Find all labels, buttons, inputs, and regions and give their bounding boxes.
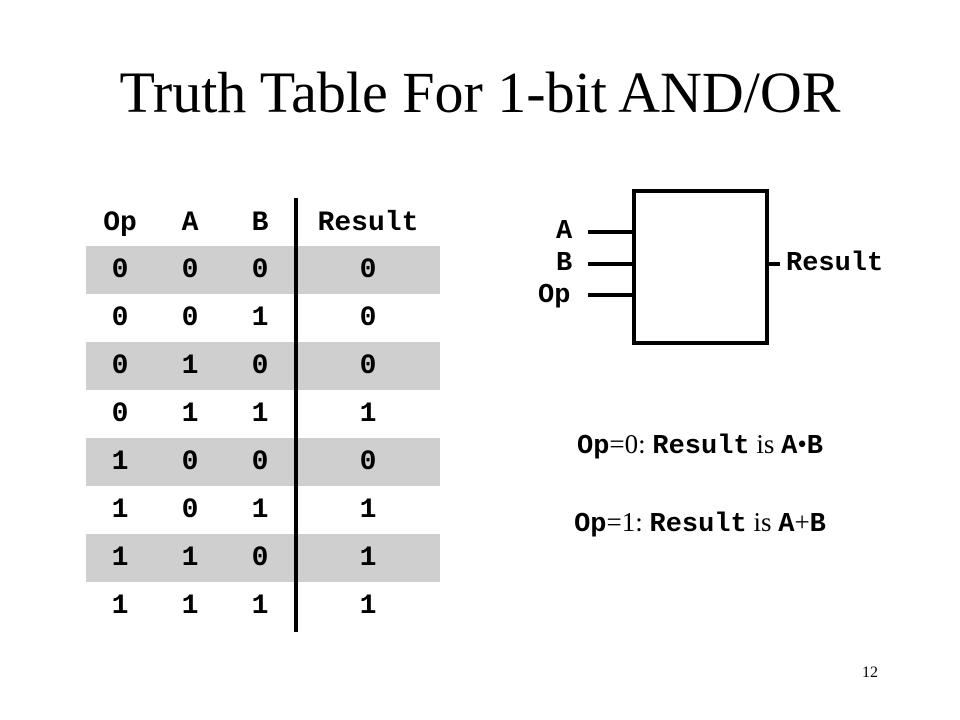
cell-b: 1 [251, 302, 269, 334]
header-result: Result [317, 207, 419, 239]
cell-a: 1 [181, 350, 199, 382]
eq-right: B [809, 510, 826, 540]
eq-op-val: =1: [606, 507, 650, 537]
cell-result: 1 [359, 398, 377, 430]
cell-b: 1 [251, 398, 269, 430]
cell-result: 0 [359, 446, 377, 478]
eq-operator: + [794, 507, 810, 537]
alu-block-diagram: A B Op Result [530, 184, 910, 354]
output-label-result: Result [786, 249, 884, 279]
header-op: Op [103, 207, 137, 239]
cell-a: 0 [181, 254, 199, 286]
table-row: 0 1 1 1 [86, 390, 440, 438]
logic-block [632, 189, 769, 345]
cell-op: 0 [111, 254, 129, 286]
truth-table: Op A B Result 0 0 0 0 0 0 1 0 0 1 0 0 0 … [86, 200, 440, 630]
table-divider [294, 198, 298, 632]
eq-is: is [746, 507, 779, 537]
eq-left: A [781, 432, 798, 462]
cell-b: 0 [251, 350, 269, 382]
cell-b: 0 [251, 254, 269, 286]
cell-op: 1 [111, 494, 129, 526]
header-b: B [251, 207, 269, 239]
page-number: 12 [862, 664, 878, 681]
eq-operator: • [797, 429, 807, 459]
cell-op: 0 [111, 350, 129, 382]
cell-result: 0 [359, 254, 377, 286]
equation-and: Op=0: Result is A•B [520, 428, 880, 463]
eq-op-var: Op [577, 432, 610, 462]
cell-op: 0 [111, 302, 129, 334]
equation-or: Op=1: Result is A+B [520, 506, 880, 541]
table-row: 1 0 0 0 [86, 438, 440, 486]
cell-b: 1 [251, 494, 269, 526]
cell-a: 0 [181, 494, 199, 526]
table-row: 1 1 0 1 [86, 534, 440, 582]
cell-op: 1 [111, 446, 129, 478]
eq-right: B [806, 432, 823, 462]
table-row: 0 0 0 0 [86, 246, 440, 294]
eq-op-var: Op [574, 510, 607, 540]
header-a: A [181, 207, 199, 239]
eq-left: A [778, 510, 795, 540]
cell-result: 0 [359, 350, 377, 382]
eq-result-var: Result [649, 510, 747, 540]
table-row: 0 1 0 0 [86, 342, 440, 390]
slide-title: Truth Table For 1-bit AND/OR [119, 60, 841, 125]
table-row: 1 1 1 1 [86, 582, 440, 630]
cell-a: 1 [181, 542, 199, 574]
eq-is: is [749, 429, 782, 459]
cell-a: 1 [181, 398, 199, 430]
eq-result-var: Result [652, 432, 750, 462]
cell-op: 1 [111, 590, 129, 622]
cell-op: 1 [111, 542, 129, 574]
table-row: 1 0 1 1 [86, 486, 440, 534]
table-row: 0 0 1 0 [86, 294, 440, 342]
cell-result: 1 [359, 590, 377, 622]
eq-op-val: =0: [609, 429, 653, 459]
cell-result: 0 [359, 302, 377, 334]
cell-a: 0 [181, 446, 199, 478]
cell-b: 0 [251, 542, 269, 574]
cell-b: 1 [251, 590, 269, 622]
input-label-b: B [556, 249, 573, 279]
cell-result: 1 [359, 542, 377, 574]
table-header-row: Op A B Result [86, 200, 440, 246]
cell-op: 0 [111, 398, 129, 430]
cell-a: 1 [181, 590, 199, 622]
diagram-lines [588, 189, 780, 345]
cell-a: 0 [181, 302, 199, 334]
cell-result: 1 [359, 494, 377, 526]
input-label-op: Op [538, 281, 571, 311]
input-label-a: A [556, 217, 573, 247]
cell-b: 0 [251, 446, 269, 478]
